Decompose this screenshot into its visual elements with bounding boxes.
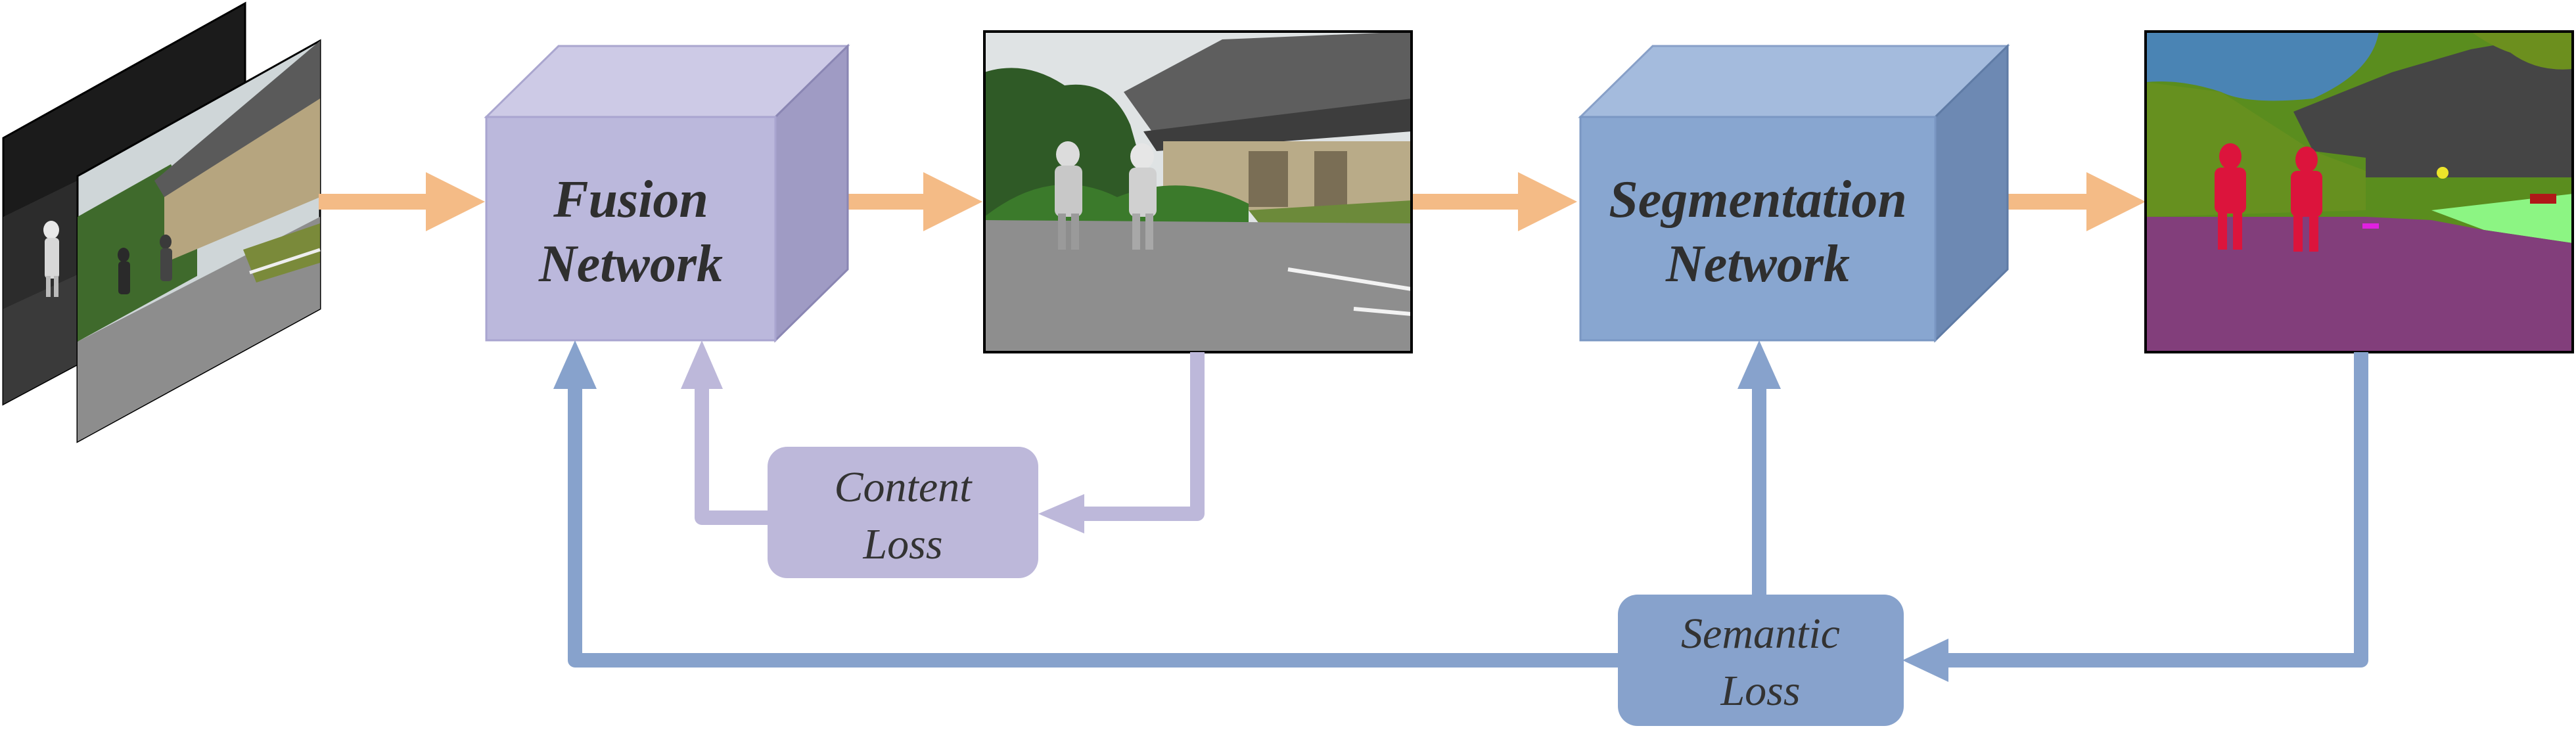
fusion-network-label-line2: Network — [538, 235, 723, 293]
fusion-network-label-line1: Fusion — [553, 171, 708, 229]
visible-image — [76, 39, 321, 443]
content-loss-path — [681, 340, 1205, 533]
fused-image — [983, 30, 1413, 353]
content-loss-label-line2: Loss — [862, 520, 942, 568]
input-image-pair — [2, 1, 321, 443]
semantic-loss-label-line1: Semantic — [1681, 610, 1840, 658]
segmentation-map — [2144, 30, 2574, 353]
segmentation-network-block: Segmentation Network — [1578, 43, 2010, 343]
content-loss-label-line1: Content — [835, 463, 973, 511]
fusion-network-block: Fusion Network — [484, 43, 850, 343]
flow-arrow-segmentation-to-map — [1979, 172, 2146, 231]
semantic-loss-box: Semantic Loss — [1618, 595, 1904, 726]
content-loss-box: Content Loss — [768, 447, 1038, 578]
flow-arrow-fused-to-segmentation — [1410, 172, 1577, 231]
semantic-loss-path — [553, 340, 2368, 682]
flow-arrow-input-to-fusion — [319, 172, 485, 231]
segmentation-network-label-line1: Segmentation — [1609, 171, 1906, 229]
segmentation-network-label-line2: Network — [1665, 235, 1850, 293]
flow-arrow-fusion-to-fused — [817, 172, 982, 231]
semantic-loss-label-line2: Loss — [1720, 667, 1800, 715]
